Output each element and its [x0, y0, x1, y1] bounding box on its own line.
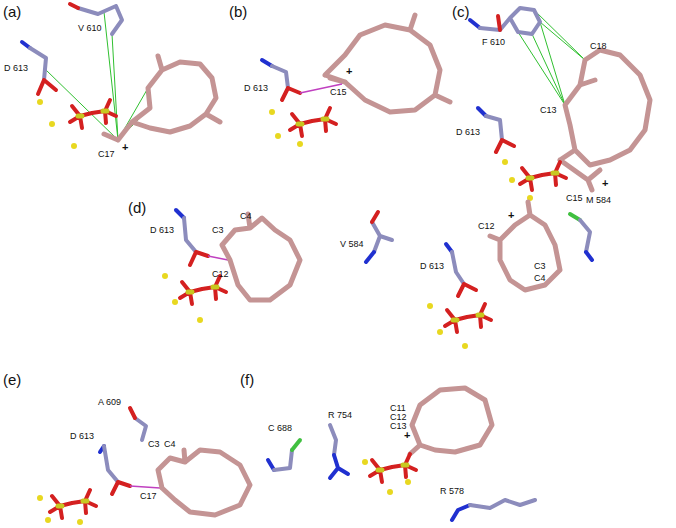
panel-label: (d) — [128, 200, 146, 215]
atom-label: R 578 — [440, 487, 464, 496]
atom-label: C3 — [534, 262, 546, 271]
atom-label: C3 — [212, 226, 224, 235]
atom-label: C4 — [240, 212, 252, 221]
atom-label: C12 — [212, 270, 229, 279]
atom-label: C17 — [140, 492, 157, 501]
atom-label: C3 — [148, 440, 160, 449]
atom-label: C13 — [540, 106, 557, 115]
atom-label: D 613 — [4, 64, 28, 73]
panel-label: (b) — [229, 4, 247, 19]
charge-sign: + — [508, 210, 514, 221]
atom-label: C4 — [164, 440, 176, 449]
panel-label: (f) — [240, 372, 254, 387]
atom-label: R 754 — [328, 411, 352, 420]
charge-sign: + — [122, 142, 128, 153]
atom-label: D 613 — [150, 226, 174, 235]
atom-label: D 613 — [244, 84, 268, 93]
atom-label: C12 — [390, 413, 407, 422]
atom-label: D 613 — [70, 432, 94, 441]
atom-label: F 610 — [482, 38, 505, 47]
atom-label: C 688 — [268, 424, 292, 433]
atom-label: C18 — [590, 42, 607, 51]
atom-label: V 610 — [78, 24, 102, 33]
atom-label: C12 — [478, 222, 495, 231]
charge-sign: + — [346, 66, 352, 77]
panel-label: (c) — [452, 4, 470, 19]
atom-label: D 613 — [420, 262, 444, 271]
charge-sign: + — [602, 178, 608, 189]
atom-label: C15 — [330, 88, 347, 97]
atom-label: C15 — [566, 194, 583, 203]
panel-label: (e) — [3, 372, 21, 387]
panel-label: (a) — [3, 4, 21, 19]
atom-label: V 584 — [340, 240, 364, 249]
charge-sign: + — [404, 430, 410, 441]
atom-label: C4 — [534, 274, 546, 283]
atom-label: M 584 — [586, 196, 611, 205]
atom-label: C11 — [390, 404, 406, 413]
atom-label: D 613 — [456, 128, 480, 137]
atom-label: A 609 — [98, 398, 121, 407]
atom-label: C17 — [98, 150, 115, 159]
